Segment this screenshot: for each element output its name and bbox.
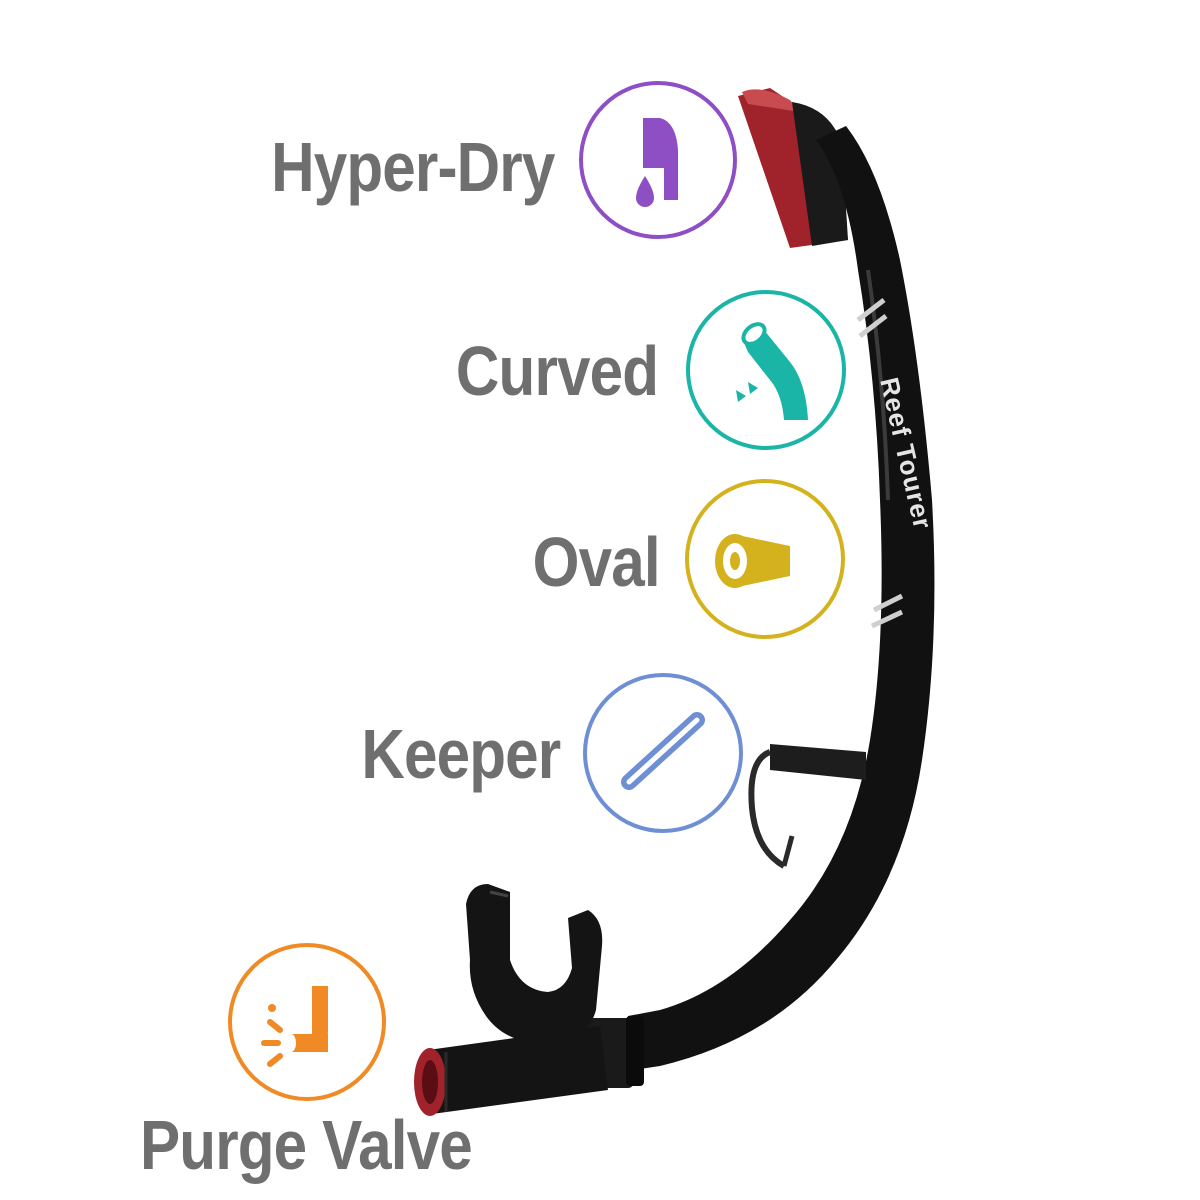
snorkel-image: Reef Tourer: [414, 88, 938, 1116]
mouthpiece: [466, 884, 603, 1044]
purge-valve-icon: [261, 986, 328, 1067]
curved-tube-icon: [736, 322, 808, 420]
curved-badge: [686, 290, 846, 450]
feature-label-curved: Curved: [455, 332, 659, 410]
hyper-dry-badge: [579, 81, 737, 239]
keeper-clip: [748, 744, 866, 869]
keeper-clip-icon: [621, 712, 705, 790]
feature-label-hyper-dry: Hyper-Dry: [270, 128, 555, 206]
keeper-badge: [583, 673, 743, 833]
feature-label-oval: Oval: [532, 523, 661, 601]
oval-badge: [685, 479, 845, 639]
feature-label-keeper: Keeper: [361, 715, 561, 793]
purge-valve-badge: [228, 943, 386, 1101]
feature-label-purge-valve: Purge Valve: [140, 1106, 473, 1184]
dry-top-valve-icon: [636, 118, 678, 207]
oval-tube-icon: [715, 534, 790, 588]
